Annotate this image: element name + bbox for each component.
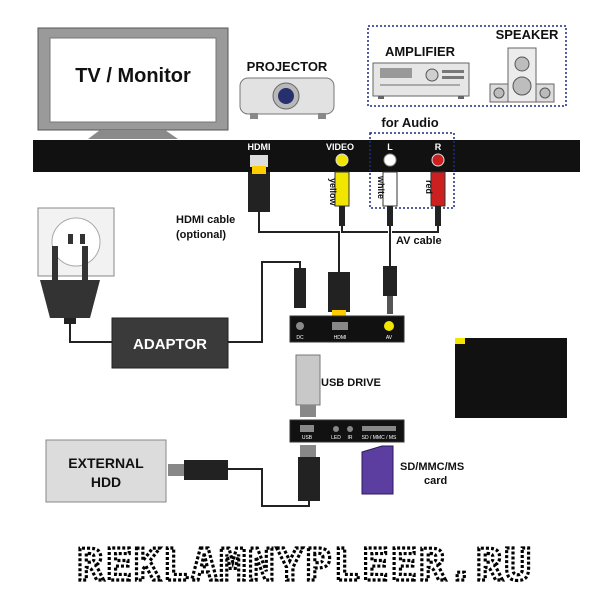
left-port-label: L (387, 142, 393, 152)
projector: PROJECTOR (239, 59, 335, 119)
projector-label: PROJECTOR (247, 59, 328, 74)
video-port (335, 153, 349, 167)
right-audio-port (431, 153, 445, 167)
player-ir-label: IR (348, 435, 353, 441)
dc-plug (294, 268, 306, 308)
sd-card (361, 445, 394, 495)
player-dc-label: DC (296, 335, 304, 341)
rca-plugs: yellow white red (328, 171, 446, 226)
watermark-text: REKLAMNYPLEER.RU (77, 540, 533, 591)
adaptor: ADAPTOR (111, 261, 306, 369)
for-audio-label: for Audio (381, 115, 438, 130)
media-player-front: USB LED IR SD / MMC / MS (289, 419, 405, 443)
audio-equipment: AMPLIFIER SPEAKER (367, 25, 567, 107)
power-plug (40, 246, 112, 343)
sd-card-label: SD/MMC/MS (400, 461, 464, 473)
right-port-label: R (435, 142, 442, 152)
red-label: red (424, 180, 434, 194)
player-hdmi-label: HDMI (334, 335, 347, 341)
player-av-label: AV (386, 335, 393, 341)
tv-port-panel: HDMI VIDEO L R (33, 132, 580, 209)
player-usb-label: USB (302, 435, 313, 441)
av-cable-label: AV cable (396, 235, 442, 247)
sd-card-sublabel: card (424, 475, 447, 487)
speaker-icon (489, 47, 555, 103)
external-hdd-sublabel: HDD (91, 474, 121, 490)
player-led-label: LED (331, 435, 341, 441)
av-cable (341, 226, 439, 268)
player-sd-label: SD / MMC / MS (362, 435, 397, 441)
hdmi-port (250, 155, 268, 167)
left-audio-port (383, 153, 397, 167)
av-plug (383, 266, 397, 296)
media-player-box (455, 338, 567, 418)
tv-monitor-label: TV / Monitor (75, 65, 191, 87)
external-hdd: EXTERNAL HDD (45, 439, 167, 503)
tv-monitor: TV / Monitor (37, 27, 229, 139)
usb-cable (168, 445, 320, 507)
hdmi-port-label: HDMI (248, 142, 271, 152)
amplifier-icon (372, 62, 470, 99)
speaker-label: SPEAKER (496, 27, 559, 42)
yellow-label: yellow (328, 178, 338, 207)
hdmi-cable (248, 166, 350, 320)
hdmi-cable-note: (optional) (176, 229, 226, 241)
amplifier-label: AMPLIFIER (385, 44, 456, 59)
white-label: white (376, 175, 386, 199)
media-player-rear: DC HDMI AV (289, 315, 405, 343)
adaptor-label: ADAPTOR (133, 336, 207, 353)
hdmi-cable-label: HDMI cable (176, 214, 235, 226)
usb-drive (295, 354, 321, 417)
external-hdd-label: EXTERNAL (68, 455, 144, 471)
usb-drive-label: USB DRIVE (321, 377, 381, 389)
wall-socket (37, 207, 115, 277)
video-port-label: VIDEO (326, 142, 354, 152)
